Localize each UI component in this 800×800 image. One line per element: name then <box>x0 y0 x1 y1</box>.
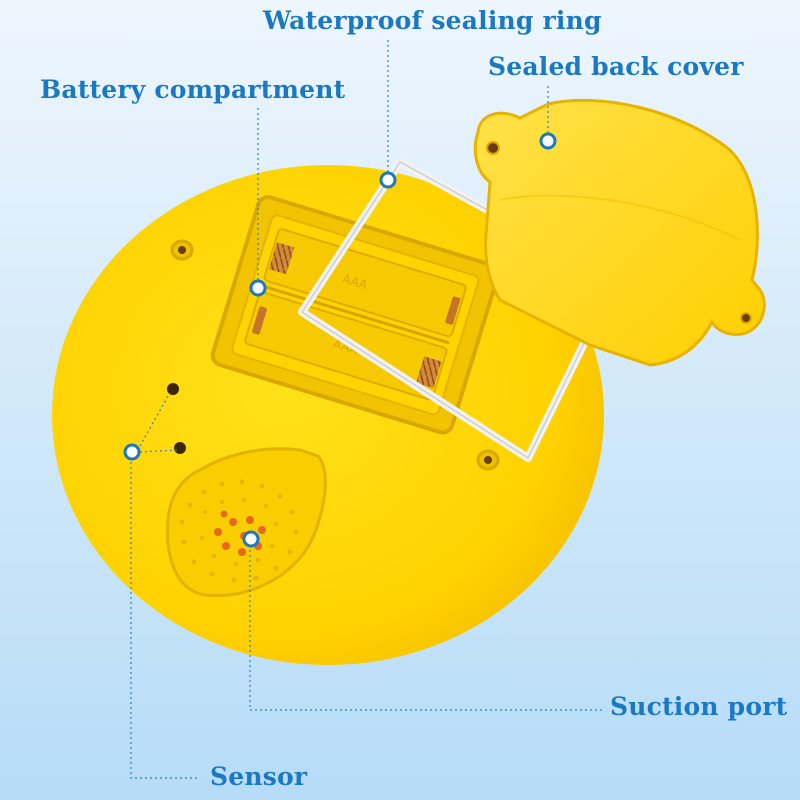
callout-markers <box>123 132 557 548</box>
marker-back-cover <box>539 132 557 150</box>
sensor-hole-top <box>167 383 179 395</box>
waterproof-ring-label: Waterproof sealing ring <box>263 6 602 35</box>
marker-battery <box>249 279 267 297</box>
cover-screw-hole-left <box>486 141 500 155</box>
marker-sensor <box>123 443 141 461</box>
marker-suction <box>242 530 260 548</box>
cover-screw-hole-right <box>740 312 752 324</box>
callout-lines <box>130 40 605 779</box>
suction-port-label: Suction port <box>610 692 788 721</box>
back-cover <box>473 98 766 367</box>
sensor-label: Sensor <box>210 762 308 791</box>
back-cover-label: Sealed back cover <box>488 52 744 81</box>
sensor-hole-bottom <box>174 442 186 454</box>
battery-compartment-label: Battery compartment <box>40 75 346 104</box>
marker-waterproof-ring <box>379 171 397 189</box>
suction-port-panel <box>166 447 327 598</box>
